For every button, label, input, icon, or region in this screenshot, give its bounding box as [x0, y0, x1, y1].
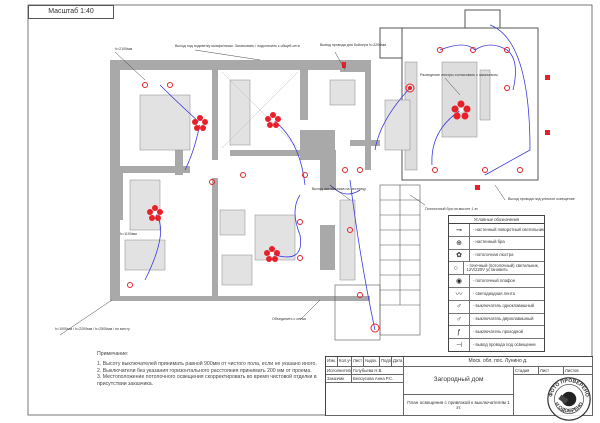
tb-header: Кол.уч [338, 357, 352, 367]
spot-lights [127, 47, 523, 333]
furniture [124, 79, 411, 286]
tb-address: Моск. обл. пос. Лунино д. [404, 357, 593, 367]
legend-item: ƒ- выключатель проходной [449, 326, 544, 340]
legend-item: 〰- светодиодная лента [449, 287, 544, 301]
note-item: 3. Местоположение потолочного освещения … [97, 374, 317, 387]
wire-outlet-icon: ⊣ [449, 339, 470, 351]
annotation-heights: h=1000мм / h=2200мм / h=2500мм / по мест… [55, 327, 130, 331]
tb-name: Белоусова Анна Р.С. [352, 375, 404, 383]
tb-project: Загородный дом [404, 367, 514, 395]
tb-header: Подп. [380, 357, 392, 367]
tb-role: Заказчик [326, 375, 352, 383]
legend-item: ✿- потолочная люстра [449, 249, 544, 263]
title-block: Изм. Кол.уч Лист №док. Подп. Дата Исполн… [325, 356, 593, 416]
legend-label: - потолочная люстра [473, 252, 514, 258]
switch-pass-icon: ƒ [449, 326, 470, 339]
legend-item: ♂- выключатель двухклавишный [449, 313, 544, 327]
legend-item: ⊸- настенный поворотный светильник [449, 224, 544, 237]
annotation-height-h: h=1100мм [120, 232, 137, 236]
legend: Условные обозначения ⊸- настенный поворо… [448, 215, 545, 352]
annotation-wire-outlet: Выход провода под уличное освещение [508, 197, 575, 201]
tb-sheet-title: План освещения с привязкой к выключателя… [404, 395, 514, 416]
scale-label: Масштаб 1:40 [28, 5, 114, 19]
tb-stage: Стадия [514, 367, 539, 375]
note-item: 2. Выключатели без указания горизонтальн… [97, 367, 312, 374]
walls [110, 60, 380, 301]
annotation-connect: Объединить с сетью [272, 317, 307, 321]
legend-label: - вывод провода под освещение [473, 341, 536, 347]
annotation-stairs-lamp: Потолочный бра на высоте 1 эт. [425, 207, 478, 211]
staircase [379, 184, 421, 336]
chandelier-icon [451, 100, 471, 120]
chandelier-icon [192, 115, 208, 131]
chandelier-icon [264, 246, 280, 262]
chandeliers [147, 100, 471, 262]
sheet-frame [27, 4, 593, 416]
legend-label: - выключатель одноклавишный [473, 303, 534, 309]
annotation-outlet-tv: Выход под подсветку шкафа/ниши. Запитыва… [175, 44, 300, 48]
note-item: 1. Высоту выключателей принимать равной … [97, 361, 317, 368]
tb-sheet: Лист [539, 367, 564, 375]
legend-label: - потолочный плафон [473, 277, 516, 283]
approval-stamp: ФОТО ПРОВЕРЕНО И ОДОБРЕНО [547, 377, 591, 421]
chandelier-icon [265, 112, 281, 128]
switch-single-icon: ♂ [449, 300, 470, 313]
legend-item: ◉- потолочный плафон [449, 275, 544, 288]
legend-item: ⊣- вывод провода под освещение [449, 339, 544, 351]
legend-item: ♂- выключатель одноклавишный [449, 300, 544, 314]
wall-sconce-icon: ⊸ [449, 224, 470, 236]
legend-label: - светодиодная лента [473, 290, 515, 296]
annotation-exit-stairs: Выход светильника на лестницу [312, 187, 366, 191]
tb-header: Изм. [326, 357, 338, 367]
switch-double-icon: ♂ [449, 313, 470, 326]
legend-label: - точечный (потолочный) светильник, 12V/… [466, 262, 539, 273]
legend-label: - настенный бра [473, 239, 505, 245]
legend-label: - выключатель двухклавишный [473, 316, 534, 322]
notes: Примечание: 1. Высоту выключателей прини… [97, 351, 322, 387]
legend-item: ○- точечный (потолочный) светильник, 12V… [449, 262, 544, 276]
tb-header: Лист [352, 357, 364, 367]
led-strip-icon: 〰 [449, 287, 470, 300]
ceiling-lamp-icon: ◉ [449, 275, 470, 287]
legend-label: - выключатель проходной [473, 328, 524, 334]
spot-light-icon: ○ [449, 262, 464, 275]
chandelier-icon [147, 205, 163, 221]
tb-role: Исполнитель [326, 367, 352, 375]
annotation-height: h=2100мм [115, 47, 133, 51]
bay-window [464, 9, 501, 29]
tb-name: Голубьева Н.В. [352, 367, 404, 375]
tb-header: Дата [392, 357, 404, 367]
tb-sheets: Листов [564, 367, 593, 375]
annotation-boiler: Вывод провода для бойлера h=2200мм [320, 43, 387, 47]
legend-item: ⊕- настенный бра [449, 236, 544, 250]
annotation-chandelier: Расведение люстры согласовать с заказчик… [420, 73, 498, 77]
legend-title: Условные обозначения [449, 216, 544, 224]
legend-label: - настенный поворотный светильник [473, 226, 544, 232]
tb-header: №док. [364, 357, 380, 367]
wall-lamp-icon: ⊕ [449, 236, 470, 249]
notes-title: Примечание: [97, 351, 129, 357]
chandelier-icon: ✿ [449, 249, 470, 262]
wall-lamps [342, 62, 550, 190]
